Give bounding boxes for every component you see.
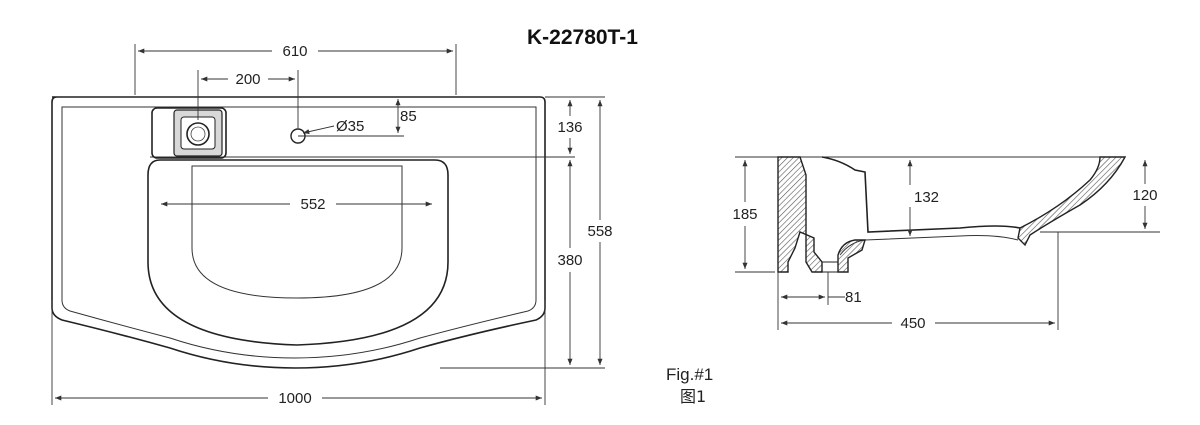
dim-hole-setback: 85: [400, 108, 417, 125]
top-view: 610 200 Ø35 85 552 136 380 558: [51, 43, 613, 407]
dim-front-height: 120: [1132, 187, 1157, 204]
dim-faucet-offset: 200: [235, 71, 260, 88]
dim-hole-diameter: Ø35: [336, 118, 364, 135]
dim-total-height: 185: [732, 206, 757, 223]
basin-outline: [51, 96, 546, 369]
faucet-block: [151, 107, 227, 159]
front-rim-section: [1017, 156, 1127, 247]
faucet-hole: [186, 122, 210, 146]
back-wall-section: [777, 156, 823, 273]
figure-caption-cn: 图1: [680, 387, 706, 406]
dim-bowl-width: 552: [300, 196, 325, 213]
dim-back-offset: 81: [845, 289, 862, 306]
dim-overall-depth: 558: [587, 223, 612, 240]
bowl-outline: [147, 159, 449, 346]
rim-inner: [61, 106, 537, 359]
bowl-basin: [191, 165, 403, 299]
dim-deck-depth: 136: [557, 119, 582, 136]
figure-caption: Fig.#1: [666, 365, 713, 384]
drain-section: [837, 239, 866, 273]
dim-deck-width: 610: [282, 43, 307, 60]
model-title: K-22780T-1: [527, 26, 638, 49]
side-view: 185 132 120 81 450: [732, 156, 1160, 332]
dim-bowl-depth: 380: [557, 252, 582, 269]
basin-profile: [821, 156, 1021, 233]
dim-side-overall-depth: 450: [900, 315, 925, 332]
dim-overall-width: 1000: [278, 390, 311, 407]
dim-bowl-height: 132: [914, 189, 939, 206]
